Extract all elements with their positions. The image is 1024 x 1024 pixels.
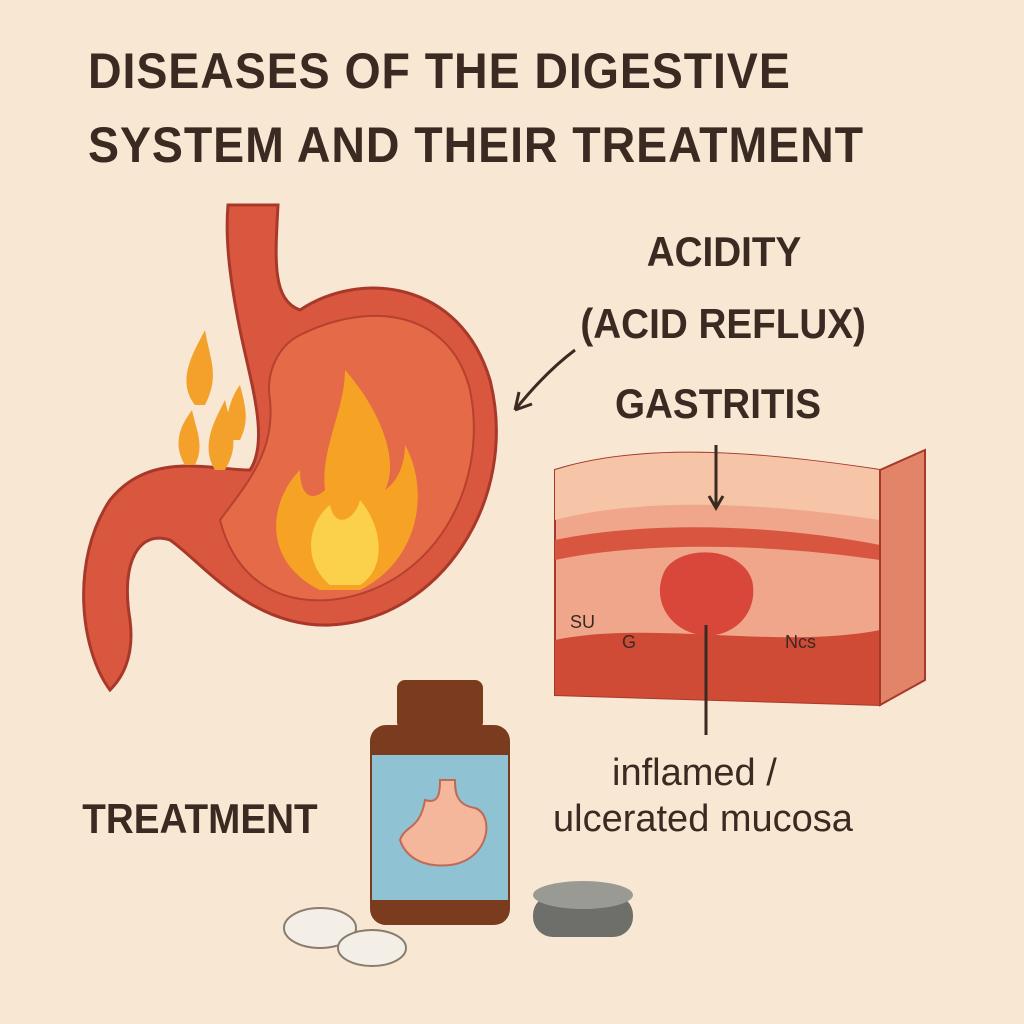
- tissue-label-su: SU: [570, 612, 596, 632]
- medicine-bottle: [370, 680, 510, 925]
- tissue-label-g: G: [622, 632, 637, 652]
- acidity-label: ACIDITY: [646, 228, 802, 275]
- tissue-label-ncs: Ncs: [785, 632, 816, 652]
- treatment-label: TREATMENT: [82, 795, 318, 842]
- stomach-icon: [398, 779, 488, 867]
- mucosa-label-line-1: inflamed /: [612, 752, 777, 794]
- title-line-2: SYSTEM AND THEIR TREATMENT: [88, 117, 864, 173]
- bottle-cap-icon: [533, 881, 633, 937]
- stomach-illustration: [82, 203, 498, 693]
- acid-reflux-label: (ACID REFLUX): [580, 300, 866, 347]
- flame-icon: [276, 370, 418, 590]
- pills-icon: [283, 907, 407, 967]
- gastritis-label: GASTRITIS: [614, 380, 822, 427]
- mucosa-label-line-2: ulcerated mucosa: [553, 798, 853, 840]
- title-line-1: DISEASES OF THE DIGESTIVE: [88, 43, 791, 99]
- mucosa-tissue-block: [554, 448, 926, 707]
- small-flames-icon: [178, 330, 246, 470]
